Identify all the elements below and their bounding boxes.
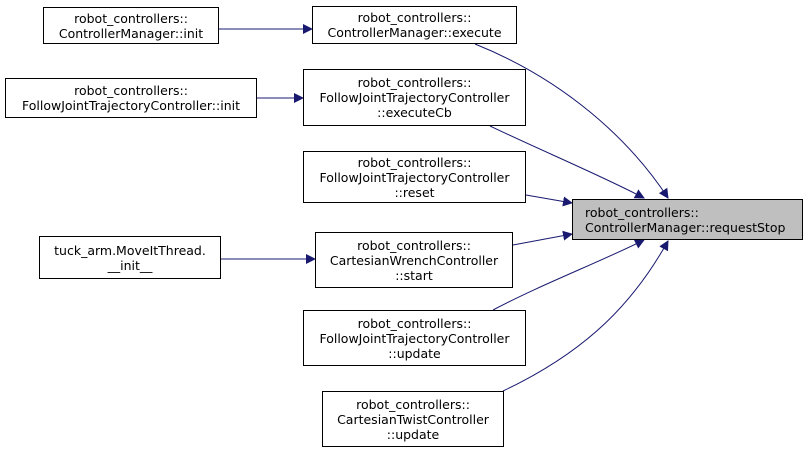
node-label-line: __init__ — [107, 257, 153, 273]
node-tuck-arm-moveitthread-init[interactable]: tuck_arm.MoveItThread. __init__ — [39, 236, 221, 279]
edge-ctc-update-to-request-stop — [502, 240, 669, 392]
node-label-line: FollowJointTrajectoryController — [319, 169, 510, 185]
node-label-line: ::reset — [394, 184, 435, 200]
node-label-line: tuck_arm.MoveItThread. — [54, 242, 206, 258]
node-label-line: robot_controllers:: — [74, 10, 188, 26]
node-controllermanager-init[interactable]: robot_controllers:: ControllerManager::i… — [43, 7, 219, 44]
node-controllermanager-execute[interactable]: robot_controllers:: ControllerManager::e… — [312, 6, 517, 44]
edge-fjtc-reset-to-request-stop — [525, 194, 573, 207]
node-label-line: robot_controllers:: — [585, 204, 699, 220]
node-controllermanager-requeststop: robot_controllers:: ControllerManager::r… — [572, 199, 803, 240]
node-cartesiantwistcontroller-update[interactable]: robot_controllers:: CartesianTwistContro… — [322, 391, 504, 447]
node-label-line: ControllerManager::init — [58, 25, 204, 41]
node-label-line: ControllerManager::execute — [327, 25, 502, 40]
edges — [219, 24, 669, 392]
edge-fjtc-executecb-to-request-stop — [489, 125, 645, 199]
node-label-line: robot_controllers:: — [357, 154, 472, 170]
node-label-line: ControllerManager::requestStop — [585, 219, 786, 235]
node-followjointtrajectorycontroller-executecb[interactable]: robot_controllers:: FollowJointTrajector… — [303, 69, 526, 126]
edge-fjtc-update-to-request-stop — [492, 239, 645, 311]
node-followjointtrajectorycontroller-update[interactable]: robot_controllers:: FollowJointTrajector… — [303, 310, 526, 366]
node-label-line: FollowJointTrajectoryController — [319, 90, 510, 105]
node-label-line: robot_controllers:: — [357, 10, 472, 25]
node-label-line: ::update — [386, 426, 440, 442]
node-label-line: CartesianTwistController — [337, 411, 489, 427]
node-label-line: robot_controllers:: — [74, 83, 188, 98]
node-label-line: CartesianWrenchController — [329, 252, 499, 268]
node-label-line: ::executeCb — [377, 105, 452, 120]
edge-cm-execute-to-request-stop — [474, 43, 669, 199]
edge-cwc-start-to-request-stop — [512, 230, 573, 246]
node-followjointtrajectorycontroller-init[interactable]: robot_controllers:: FollowJointTrajector… — [5, 78, 257, 118]
node-label-line: robot_controllers:: — [357, 75, 472, 90]
node-followjointtrajectorycontroller-reset[interactable]: robot_controllers:: FollowJointTrajector… — [303, 151, 526, 203]
node-cartesianwrenchcontroller-start[interactable]: robot_controllers:: CartesianWrenchContr… — [315, 232, 513, 288]
node-label-line: FollowJointTrajectoryController::init — [21, 98, 241, 113]
node-label-line: ::start — [395, 267, 433, 283]
node-label-line: robot_controllers:: — [356, 396, 470, 412]
node-label-line: FollowJointTrajectoryController — [319, 330, 510, 346]
node-label-line: robot_controllers:: — [357, 315, 472, 331]
node-label-line: ::update — [388, 345, 441, 361]
node-label-line: robot_controllers:: — [357, 237, 471, 253]
